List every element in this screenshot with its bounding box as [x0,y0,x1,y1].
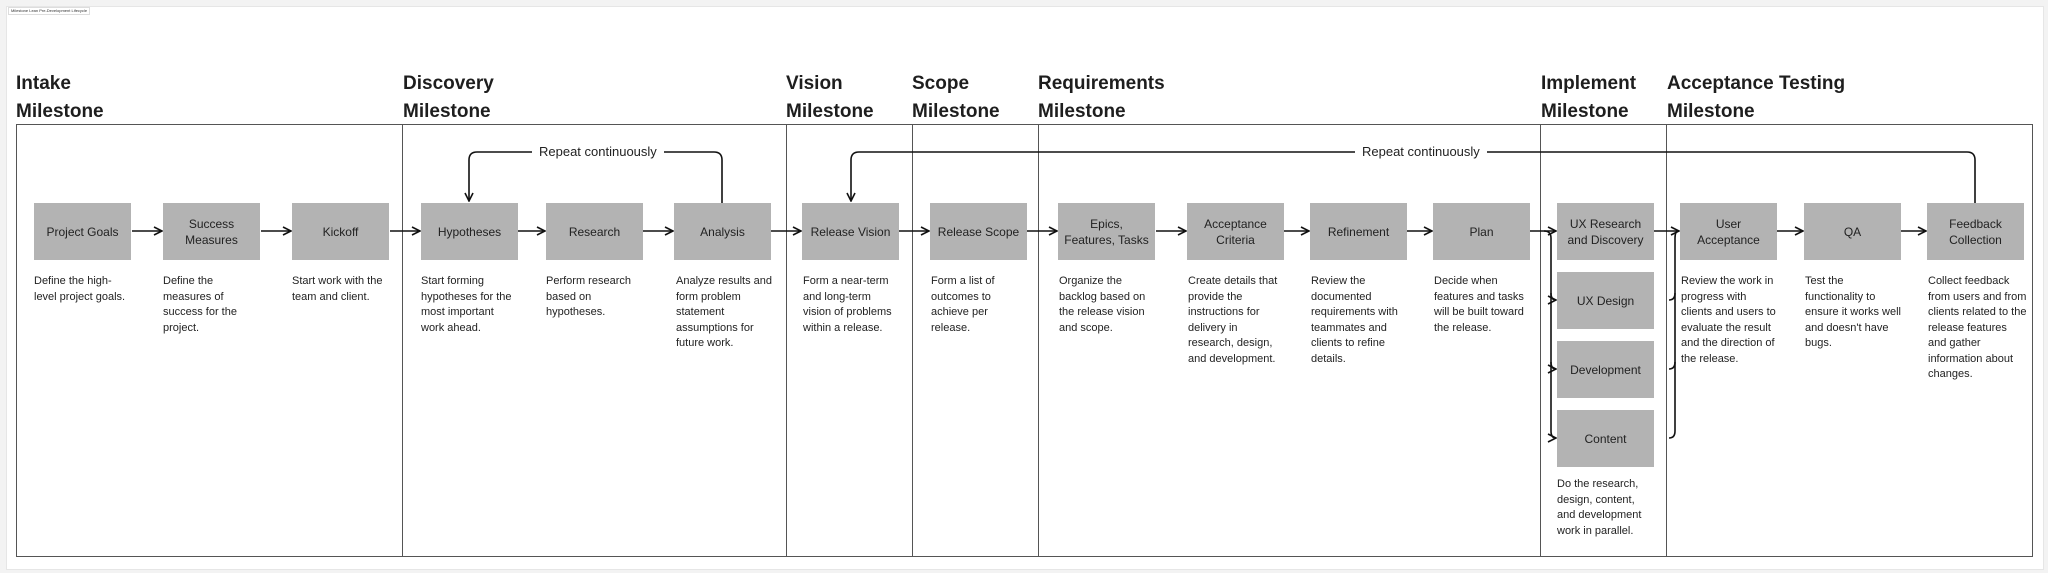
milestone-title-line: Requirements [1038,73,1165,94]
merge-line [1668,230,1680,301]
milestone-divider [786,124,787,557]
step-description: Define the measures of success for the p… [163,275,237,334]
step-ux-design: UX Design [1557,272,1654,329]
step-analysis: Analysis [674,203,771,260]
milestone-title-line: Milestone [912,101,1000,122]
milestone-title-line: Milestone [1667,101,1755,122]
step-description: Decide when features and tasks will be b… [1434,275,1524,334]
step-description: Analyze results and form problem stateme… [676,275,772,349]
milestone-divider [1666,124,1667,557]
merge-line [1668,293,1676,370]
step-epics-features-tasks: Epics, Features, Tasks [1058,203,1155,260]
step-description: Form a near-term and long-term vision of… [803,275,892,334]
step-description: Test the functionality to ensure it work… [1805,275,1901,349]
step-description: Start work with the team and client. [292,275,383,303]
milestone-title-line: Milestone [403,101,491,122]
milestone-title-line: Milestone [1038,101,1126,122]
step-description: Collect feedback from users and from cli… [1928,275,2027,380]
step-success-measures: Success Measures [163,203,260,260]
step-hypotheses: Hypotheses [421,203,518,260]
step-description: Start forming hypotheses for the most im… [421,275,512,334]
step-label: Release Scope [937,224,1020,239]
milestone-title-line: Implement [1541,73,1637,94]
milestone-title-line: Acceptance Testing [1667,73,1846,94]
step-label: User Acceptance [1697,216,1760,247]
step-label: Refinement [1327,224,1390,239]
step-label: Project Goals [46,224,119,239]
step-description: Review the documented requirements with … [1311,275,1398,365]
milestone-title-line: Vision [786,73,843,94]
step-project-goals: Project Goals [34,203,131,260]
milestone-title-line: Milestone [1541,101,1629,122]
step-feedback-collection: Feedback Collection [1927,203,2024,260]
milestone-title-line: Intake [16,73,71,94]
step-ux-research-and-discovery: UX Research and Discovery [1557,203,1654,260]
step-description: Define the high-level project goals. [34,275,126,303]
milestone-title-line: Discovery [403,73,494,94]
merge-line [1668,362,1676,439]
step-label: Analysis [700,224,745,239]
step-content: Content [1557,410,1654,467]
step-description: Review the work in progress with clients… [1681,275,1776,365]
step-label: Epics, Features, Tasks [1064,216,1149,247]
step-plan: Plan [1433,203,1530,260]
frame-label: Milestone Lean Pre-Development Lifecycle [8,7,91,15]
milestone-divider [1540,124,1541,557]
milestones-container [16,124,2033,557]
step-label: Feedback Collection [1949,216,2002,247]
milestone-title-line: Milestone [786,101,874,122]
step-refinement: Refinement [1310,203,1407,260]
step-description: Form a list of outcomes to achieve per r… [931,275,995,334]
implement-description: Do the research, design, content, and de… [1557,478,1642,537]
step-label: Research [568,224,621,239]
step-label: Hypotheses [437,224,502,239]
step-label: QA [1843,224,1862,239]
step-user-acceptance: User Acceptance [1680,203,1777,260]
repeat-label-discovery: Repeat continuously [532,144,664,160]
step-description: Organize the backlog based on the releas… [1059,275,1146,334]
branch-arrow [1543,230,1556,300]
milestone-divider [912,124,913,557]
step-description: Perform research based on hypotheses. [546,275,631,318]
step-label: Acceptance Criteria [1204,216,1267,247]
step-acceptance-criteria: Acceptance Criteria [1187,203,1284,260]
step-research: Research [546,203,643,260]
step-release-vision: Release Vision [802,203,899,260]
milestone-title-line: Scope [912,73,970,94]
step-label: UX Design [1576,293,1635,308]
milestone-divider [402,124,403,557]
step-development: Development [1557,341,1654,398]
step-label: Success Measures [185,216,238,247]
step-label: UX Research and Discovery [1567,216,1644,247]
branch-arrow [1551,293,1556,369]
step-description: Create details that provide the instruct… [1188,275,1278,365]
milestone-title-line: Milestone [16,101,104,122]
step-label: Development [1570,362,1641,377]
step-label: Kickoff [322,224,359,239]
branch-arrow [1551,362,1556,438]
milestone-divider [1038,124,1039,557]
step-qa: QA [1804,203,1901,260]
repeat-label-vision-to-acceptance: Repeat continuously [1355,144,1487,160]
step-kickoff: Kickoff [292,203,389,260]
canvas-frame [6,6,2044,570]
step-release-scope: Release Scope [930,203,1027,260]
step-label: Plan [1469,224,1494,239]
step-label: Release Vision [810,224,891,239]
step-label: Content [1584,431,1627,446]
